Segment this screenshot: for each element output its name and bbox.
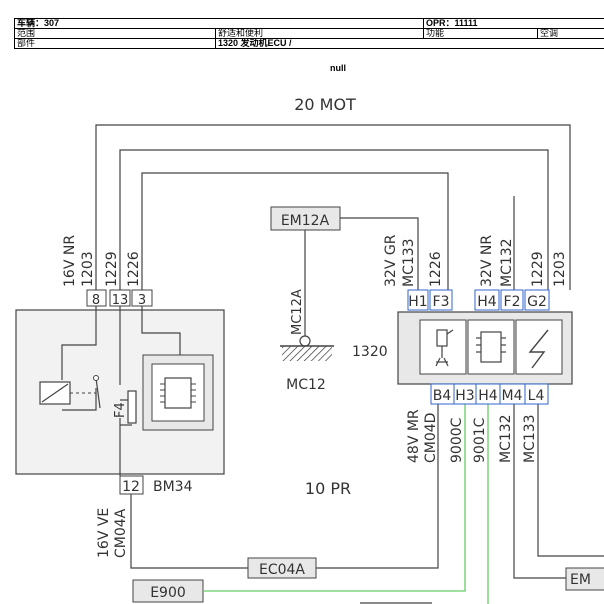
ecu-wire-1226-top: 1226 <box>428 251 444 287</box>
ecu-pin-h1: H1 <box>408 294 427 310</box>
mid-harness-label: 10 PR <box>305 479 351 498</box>
subtitle: null <box>330 63 346 73</box>
ecu-pin-g2: G2 <box>527 294 547 310</box>
bm34-wire-info: 16V VE <box>96 508 112 558</box>
left-pin-13: 13 <box>112 293 129 308</box>
ecu-bottom-pin-boxes <box>430 383 549 405</box>
bm34-wire: CM04A <box>113 508 129 558</box>
header-table: 车辆：307 OPR：11111 范围 舒适和便利 功能 空调 部件 1320 … <box>14 18 604 49</box>
left-pin-8: 8 <box>92 293 100 308</box>
ec04a-box <box>247 557 317 579</box>
ecu-group2-info: 32V NR <box>479 235 495 287</box>
bm34-internal-wiring <box>61 310 181 476</box>
left-pin-3: 3 <box>138 293 146 308</box>
left-wire-1229: 1229 <box>104 251 120 287</box>
ecu-wire-9000c: 9000C <box>449 417 465 463</box>
ecu-bottom-info: 48V MR <box>406 409 422 463</box>
ecu-pin-h3: H3 <box>455 388 474 404</box>
ground-circle <box>299 335 311 347</box>
em12a-box <box>270 206 341 231</box>
ground-wire-label: MC12A <box>290 289 305 335</box>
ecu-wire-mc132-bottom: MC132 <box>498 414 514 463</box>
lightning-icon <box>528 329 549 369</box>
ground-point-label: MC12 <box>286 377 326 393</box>
left-wire-1226: 1226 <box>126 251 142 287</box>
ecu-wire-mc132-top: MC132 <box>499 238 515 287</box>
e900-label: E900 <box>150 585 186 601</box>
ecu-wire-mc133-top: MC133 <box>401 238 417 287</box>
em12a-label: EM12A <box>281 213 330 229</box>
ecu-wire-9001c: 9001C <box>472 417 488 463</box>
fuse-label: F4 <box>113 402 128 418</box>
ecu-wire-cm04d: CM04D <box>423 413 439 463</box>
top-harness-label: 20 MOT <box>294 95 356 114</box>
ecu-pin-b4: B4 <box>433 388 452 404</box>
left-wire-1203: 1203 <box>80 251 96 287</box>
bm34-pin: 12 <box>122 479 140 495</box>
ecu-wire-mc133-bottom: MC133 <box>522 414 538 463</box>
em-label: EM <box>570 572 591 588</box>
ecu-pin-l4: L4 <box>528 388 545 404</box>
ground-hatch <box>282 346 332 361</box>
em-box <box>565 567 604 591</box>
ecu-top-pin-boxes <box>407 289 550 311</box>
injector-icon <box>435 329 454 367</box>
bm34-label: BM34 <box>153 479 193 495</box>
ecu-pin-m4: M4 <box>502 388 523 404</box>
ecu-wire-1203-top: 1203 <box>552 251 568 287</box>
ecu-pin-f2: F2 <box>504 294 521 310</box>
ecu-pin-h4-top: H4 <box>477 294 497 310</box>
fuse-f4 <box>127 390 137 424</box>
ecu-wire-1229-top: 1229 <box>530 251 546 287</box>
ec04a-label: EC04A <box>259 562 305 578</box>
left-wire-info: 16V NR <box>62 235 78 287</box>
green-wire-9000c <box>203 404 466 592</box>
ecu-label: 1320 <box>352 344 388 360</box>
ecu-pin-h4-bottom: H4 <box>478 388 498 404</box>
ecu-group1-info: 32V GR <box>383 234 399 287</box>
left-pin-boxes <box>86 289 153 307</box>
ecu-chip-icon <box>476 331 506 363</box>
ecu-pin-f3: F3 <box>433 294 450 310</box>
bm34-chip-icon <box>164 377 192 409</box>
